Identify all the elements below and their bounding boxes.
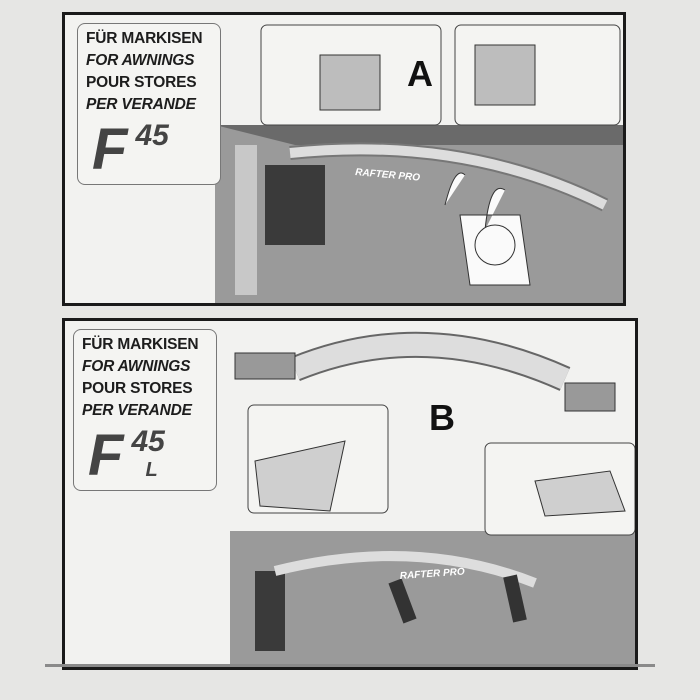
logo-letter: F xyxy=(92,117,128,182)
step-label-a: A xyxy=(407,53,433,94)
language-label-box: FÜR MARKISEN FOR AWNINGS POUR STORES PER… xyxy=(77,23,221,185)
label-de: FÜR MARKISEN xyxy=(86,30,203,47)
illustration-step-a xyxy=(215,24,623,303)
label-en: FOR AWNINGS xyxy=(82,358,191,375)
label-de: FÜR MARKISEN xyxy=(82,336,199,353)
label-it: PER VERANDE xyxy=(82,402,192,419)
logo-number: 45 xyxy=(131,425,165,458)
logo-number: 45 xyxy=(135,119,169,152)
label-fr: POUR STORES xyxy=(86,74,197,91)
logo-letter: F xyxy=(88,423,124,488)
page-edge xyxy=(45,664,655,667)
illustration-step-b xyxy=(230,331,635,667)
panel-step-b: FÜR MARKISEN FOR AWNINGS POUR STORES PER… xyxy=(62,318,638,670)
label-en: FOR AWNINGS xyxy=(86,52,195,69)
language-label-box: FÜR MARKISEN FOR AWNINGS POUR STORES PER… xyxy=(73,329,217,491)
label-fr: POUR STORES xyxy=(82,380,193,397)
step-label-b: B xyxy=(429,397,455,438)
panel-step-a: FÜR MARKISEN FOR AWNINGS POUR STORES PER… xyxy=(62,12,626,306)
f45l-logo: F 45 L xyxy=(88,426,165,486)
logo-suffix: L xyxy=(145,459,158,481)
f45-logo: F 45 xyxy=(92,120,169,180)
label-it: PER VERANDE xyxy=(86,96,196,113)
